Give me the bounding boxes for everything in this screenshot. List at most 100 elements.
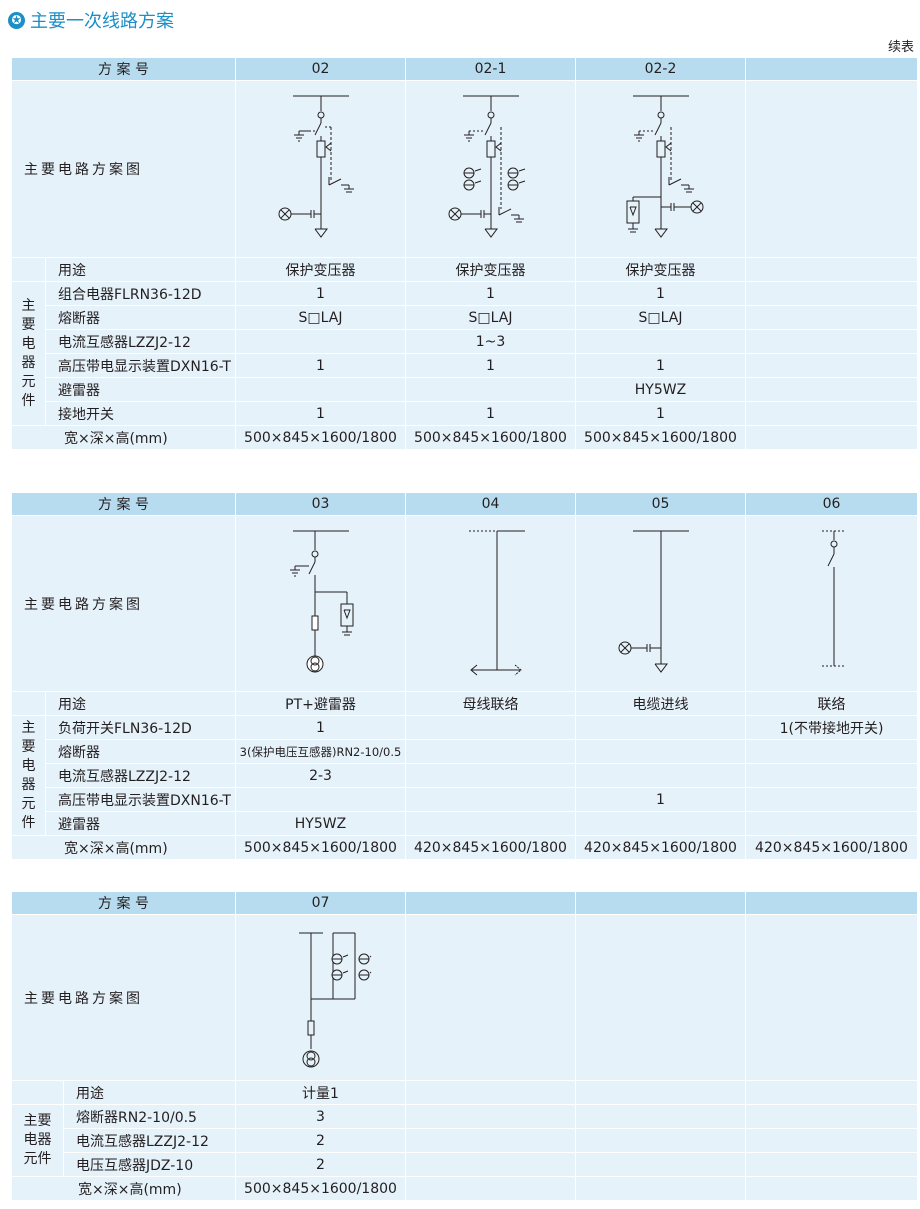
component-row: 电流互感器LZZJ2-12 2: [12, 1128, 918, 1153]
diagram-row: 主要电路方案图: [11, 80, 918, 258]
component-value: [575, 1128, 746, 1153]
component-value: [745, 281, 918, 306]
circuit-diagram-04: [405, 515, 576, 692]
usage-value: 保护变压器: [405, 257, 576, 282]
component-value: [745, 377, 918, 402]
header-row: 方 案 号 03 04 05 06: [11, 492, 918, 516]
circuit-diagram-icon: [626, 95, 703, 238]
component-name: 高压带电显示装置DXN16-T: [45, 353, 236, 378]
component-value: [745, 1128, 918, 1153]
circuit-diagram-02: [235, 80, 406, 258]
diagram-label: 主要电路方案图: [11, 80, 236, 258]
usage-value: 保护变压器: [575, 257, 746, 282]
circuit-diagram-empty: [745, 80, 918, 258]
component-value: [405, 739, 576, 764]
usage-value: [745, 1080, 918, 1105]
dimensions-value: [745, 425, 918, 450]
component-value: 1: [405, 401, 576, 426]
dimensions-value: [575, 1176, 746, 1201]
dimensions-row: 宽×深×高(mm) 500×845×1600/1800 420×845×1600…: [11, 835, 918, 860]
component-row: 熔断器 S□LAJ S□LAJ S□LAJ: [12, 305, 918, 330]
usage-value: [575, 1080, 746, 1105]
continued-note: 续表: [887, 40, 914, 55]
diagram-label: 主要电路方案图: [11, 515, 236, 692]
circuit-diagram-icon: [298, 932, 371, 1067]
dimensions-value: 500×845×1600/1800: [405, 425, 576, 450]
component-value: S□LAJ: [575, 305, 746, 330]
scheme-number: [575, 891, 746, 915]
circuit-diagram-empty: [575, 914, 746, 1081]
page-title: ✪ 主要一次线路方案: [8, 7, 174, 33]
circuit-diagram-icon: [448, 95, 525, 238]
scheme-number: 02-2: [575, 57, 746, 81]
component-name: 高压带电显示装置DXN16-T: [45, 787, 236, 812]
component-group-label: 主要电器元件: [11, 281, 46, 426]
scheme-number: 02: [235, 57, 406, 81]
dimensions-value: 500×845×1600/1800: [235, 835, 406, 860]
usage-label: 用途: [63, 1080, 236, 1105]
component-row: 电流互感器LZZJ2-12 2-3: [12, 763, 918, 788]
star-icon: ✪: [8, 11, 25, 29]
component-row: 主要电器元件 组合电器FLRN36-12D 1 1 1: [11, 281, 918, 426]
dimensions-row: 宽×深×高(mm) 500×845×1600/1800: [11, 1176, 918, 1201]
component-value: [405, 763, 576, 788]
usage-value: [405, 1080, 576, 1105]
component-value: 1(不带接地开关): [745, 715, 918, 740]
component-value: [405, 377, 576, 402]
dimensions-row: 宽×深×高(mm) 500×845×1600/1800 500×845×1600…: [11, 425, 918, 450]
usage-label: 用途: [45, 257, 236, 282]
scheme-number: [405, 891, 576, 915]
component-value: [575, 739, 746, 764]
component-value: 2: [235, 1152, 406, 1177]
usage-row: 用途 计量1: [11, 1080, 918, 1105]
scheme-table-2: 方 案 号 03 04 05 06 主要电路方案图: [11, 492, 918, 860]
component-row: 高压带电显示装置DXN16-T 1: [12, 787, 918, 812]
component-value: [405, 1128, 576, 1153]
component-value: [235, 787, 406, 812]
component-value: [745, 1152, 918, 1177]
circuit-diagram-icon: [289, 530, 353, 672]
component-value: 3: [235, 1104, 406, 1129]
component-name: 避雷器: [45, 811, 236, 836]
circuit-diagram-03: [235, 515, 406, 692]
component-name: 电流互感器LZZJ2-12: [45, 763, 236, 788]
component-value: 1: [405, 353, 576, 378]
component-value: HY5WZ: [575, 377, 746, 402]
circuit-diagram-07: [235, 914, 406, 1081]
component-value: [235, 329, 406, 354]
component-row: 避雷器 HY5WZ: [12, 811, 918, 836]
scheme-table-3: 方 案 号 07 主要电路方案图: [11, 891, 918, 1201]
component-name: 电流互感器LZZJ2-12: [45, 329, 236, 354]
component-value: [575, 1152, 746, 1177]
component-value: [745, 739, 918, 764]
scheme-number: 02-1: [405, 57, 576, 81]
component-name: 熔断器: [45, 305, 236, 330]
component-value: 1: [575, 787, 746, 812]
component-value: [405, 811, 576, 836]
page-title-text: 主要一次线路方案: [30, 11, 174, 32]
usage-label: 用途: [45, 691, 236, 716]
component-row: 电流互感器LZZJ2-12 1~3: [12, 329, 918, 354]
component-value: 3(保护电压互感器)RN2-10/0.5: [235, 739, 406, 764]
dimensions-value: [745, 1176, 918, 1201]
circuit-diagram-icon: [618, 530, 689, 673]
circuit-diagram-icon: [278, 95, 354, 238]
header-label: 方 案 号: [11, 492, 236, 516]
component-name: 负荷开关FLN36-12D: [45, 715, 236, 740]
component-value: 1: [235, 401, 406, 426]
circuit-diagram-02-2: [575, 80, 746, 258]
dimensions-value: 420×845×1600/1800: [405, 835, 576, 860]
component-row: 避雷器 HY5WZ: [12, 377, 918, 402]
component-value: 2: [235, 1128, 406, 1153]
usage-value: 母线联络: [405, 691, 576, 716]
component-value: [405, 715, 576, 740]
usage-row: 用途 PT+避雷器 母线联络 电缆进线 联络: [11, 691, 918, 716]
component-value: [745, 763, 918, 788]
component-row: 主要电器元件 熔断器RN2-10/0.5 3: [11, 1104, 918, 1177]
component-row: 电压互感器JDZ-10 2: [12, 1152, 918, 1177]
component-value: [575, 715, 746, 740]
scheme-number: 06: [745, 492, 918, 516]
component-value: [405, 1104, 576, 1129]
component-value: 1: [575, 401, 746, 426]
component-value: [745, 305, 918, 330]
